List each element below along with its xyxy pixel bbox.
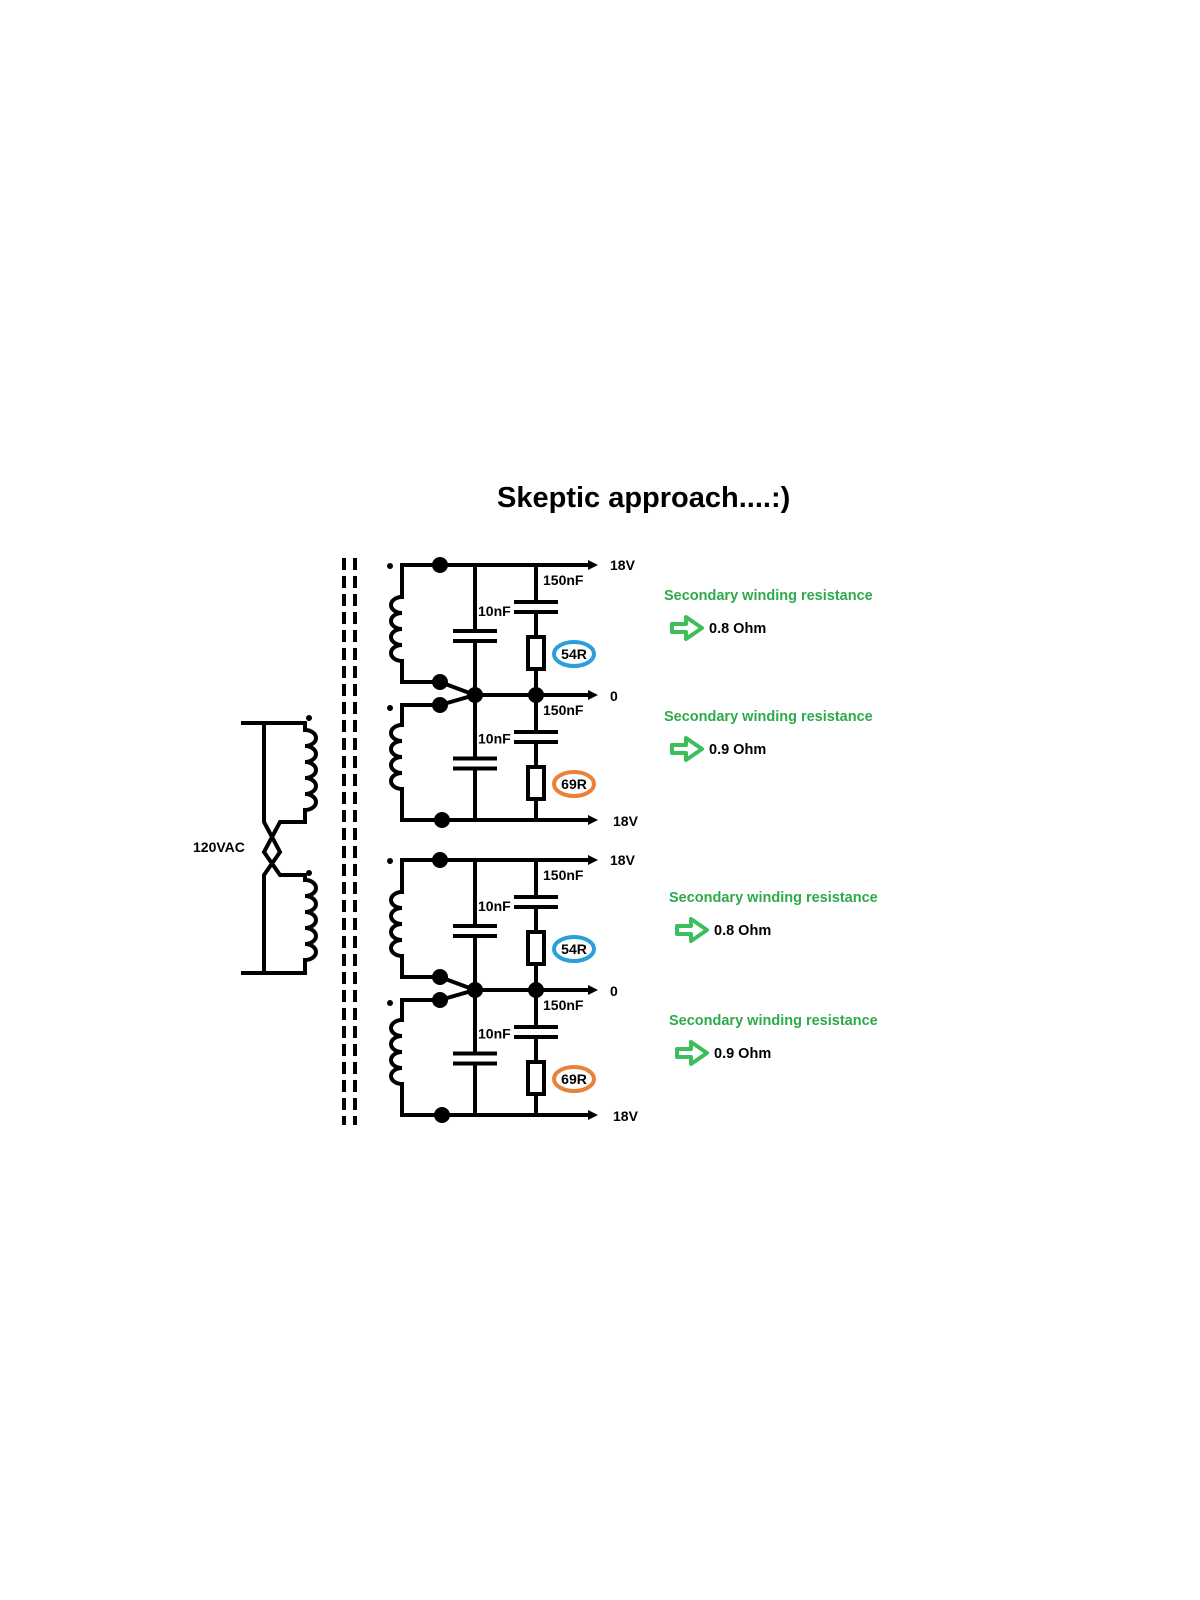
coil-lead: [400, 692, 478, 727]
rail-wire: [400, 858, 538, 894]
snubber-cap-label: 150nF: [543, 702, 584, 718]
resistor-highlight: [552, 935, 596, 963]
phase-dot: [387, 563, 393, 569]
rail-voltage-label: 18V: [610, 557, 636, 573]
phase-dot: [306, 715, 312, 721]
secondary-section: 10nF 150nF 69R 18V: [387, 692, 639, 829]
junction-dot: [432, 969, 448, 985]
junction-dot: [432, 992, 448, 1008]
secondary-section: 10nF 150nF 69R 18V: [387, 987, 639, 1124]
note-value: 0.8 Ohm: [709, 621, 766, 637]
rail-voltage-label: 18V: [613, 813, 639, 829]
cap-label: 10nF: [478, 731, 511, 747]
coil-lead: [400, 954, 478, 993]
right-arrow-icon: [675, 917, 709, 943]
note-value: 0.9 Ohm: [714, 1046, 771, 1062]
resistor-highlight: [552, 640, 596, 668]
secondary-coil: [389, 723, 403, 791]
note-heading: Secondary winding resistance: [664, 709, 873, 725]
coil-lead: [400, 987, 478, 1022]
primary-voltage-label: 120VAC: [193, 839, 245, 855]
note-heading: Secondary winding resistance: [669, 890, 878, 906]
cap-label: 10nF: [478, 603, 511, 619]
secondary-coil: [389, 890, 403, 958]
rail-voltage-label: 18V: [610, 852, 636, 868]
secondary-section: 10nF 150nF 54R 18V 0: [387, 852, 636, 999]
junction-dot: [432, 697, 448, 713]
junction-dot: [432, 674, 448, 690]
resistor-value: 54R: [561, 646, 587, 662]
rail-voltage-label: 0: [610, 688, 618, 704]
note-heading: Secondary winding resistance: [664, 588, 873, 604]
resistor-highlight: [552, 1065, 596, 1093]
cap-label: 10nF: [478, 1026, 511, 1042]
junction-dot: [432, 557, 448, 573]
junction-dot: [434, 1107, 450, 1123]
rail-wire: [400, 1082, 538, 1117]
rail-wire: [400, 787, 538, 822]
resistor-value: 69R: [561, 1071, 587, 1087]
resistance-note: Secondary winding resistance 0.8 Ohm: [669, 890, 878, 943]
resistor-body: [526, 1060, 546, 1096]
secondary-sections: 10nF 150nF 54R 18V 0 10nF 150nF 69R 18V 10nF 150nF…: [387, 557, 639, 1124]
resistor-body: [526, 765, 546, 801]
transformer-core: [342, 558, 357, 1125]
note-heading: Secondary winding resistance: [669, 1013, 878, 1029]
snubber-cap-label: 150nF: [543, 867, 584, 883]
phase-dot: [387, 858, 393, 864]
phase-dot: [387, 1000, 393, 1006]
resistance-note: Secondary winding resistance 0.8 Ohm: [664, 588, 873, 641]
rail-voltage-label: 0: [610, 983, 618, 999]
page-title: Skeptic approach....:): [497, 482, 790, 514]
resistor-value: 54R: [561, 941, 587, 957]
coil-lead: [400, 659, 478, 698]
junction-dot: [432, 852, 448, 868]
rail-voltage-label: 18V: [613, 1108, 639, 1124]
snubber-cap-label: 150nF: [543, 572, 584, 588]
note-value: 0.8 Ohm: [714, 923, 771, 939]
secondary-coil: [389, 595, 403, 663]
resistor-highlight: [552, 770, 596, 798]
secondary-coil: [389, 1018, 403, 1086]
phase-dot: [306, 870, 312, 876]
right-arrow-icon: [670, 615, 704, 641]
rail-wire: [400, 563, 538, 599]
right-arrow-icon: [675, 1040, 709, 1066]
resistance-note: Secondary winding resistance 0.9 Ohm: [669, 1013, 878, 1066]
junction-dot: [434, 812, 450, 828]
phase-dot: [387, 705, 393, 711]
primary-winding: [241, 715, 318, 975]
secondary-section: 10nF 150nF 54R 18V 0: [387, 557, 636, 704]
resistance-note: Secondary winding resistance 0.9 Ohm: [664, 709, 873, 762]
snubber-cap-label: 150nF: [543, 997, 584, 1013]
right-arrow-icon: [670, 736, 704, 762]
resistor-value: 69R: [561, 776, 587, 792]
resistor-body: [526, 930, 546, 966]
cap-label: 10nF: [478, 898, 511, 914]
resistor-body: [526, 635, 546, 671]
note-value: 0.9 Ohm: [709, 742, 766, 758]
